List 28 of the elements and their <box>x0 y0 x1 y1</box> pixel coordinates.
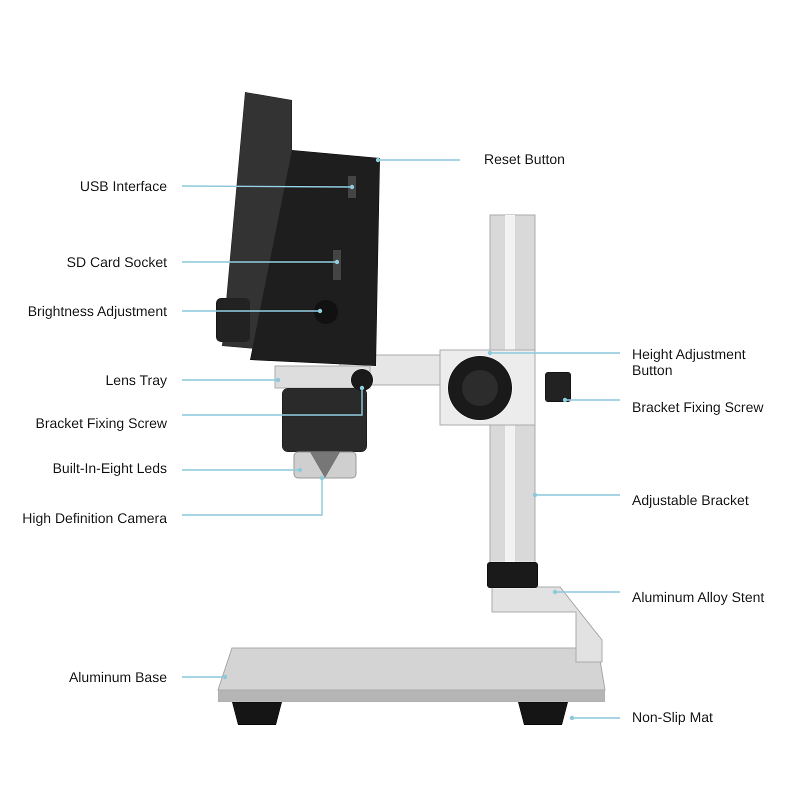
part-label: Non-Slip Mat <box>632 709 782 725</box>
leader-line <box>182 476 324 516</box>
leader-line <box>488 350 620 356</box>
leader-line <box>376 158 460 162</box>
part-label: High Definition Camera <box>17 510 167 526</box>
part-label: SD Card Socket <box>17 254 167 270</box>
leader-line <box>182 468 302 472</box>
leader-line <box>532 492 620 498</box>
part-label: Height Adjustment Button <box>632 346 782 378</box>
leader-line <box>182 184 354 190</box>
part-label: Bracket Fixing Screw <box>632 399 782 415</box>
part-label: Aluminum Base <box>17 669 167 685</box>
leader-line <box>182 260 340 264</box>
leader-line <box>182 308 322 314</box>
part-label: Reset Button <box>484 151 634 167</box>
leader-line <box>552 590 620 594</box>
leader-line <box>570 716 620 720</box>
leader-line <box>562 398 620 402</box>
leader-line <box>182 378 280 382</box>
part-label: Built-In-Eight Leds <box>17 460 167 476</box>
part-label: Bracket Fixing Screw <box>17 415 167 431</box>
part-label: Lens Tray <box>17 372 167 388</box>
part-label: USB Interface <box>17 178 167 194</box>
part-label: Brightness Adjustment <box>17 303 167 319</box>
leader-line <box>182 386 364 416</box>
part-label: Aluminum Alloy Stent <box>632 589 782 605</box>
leader-line <box>182 674 228 680</box>
part-label: Adjustable Bracket <box>632 492 782 508</box>
